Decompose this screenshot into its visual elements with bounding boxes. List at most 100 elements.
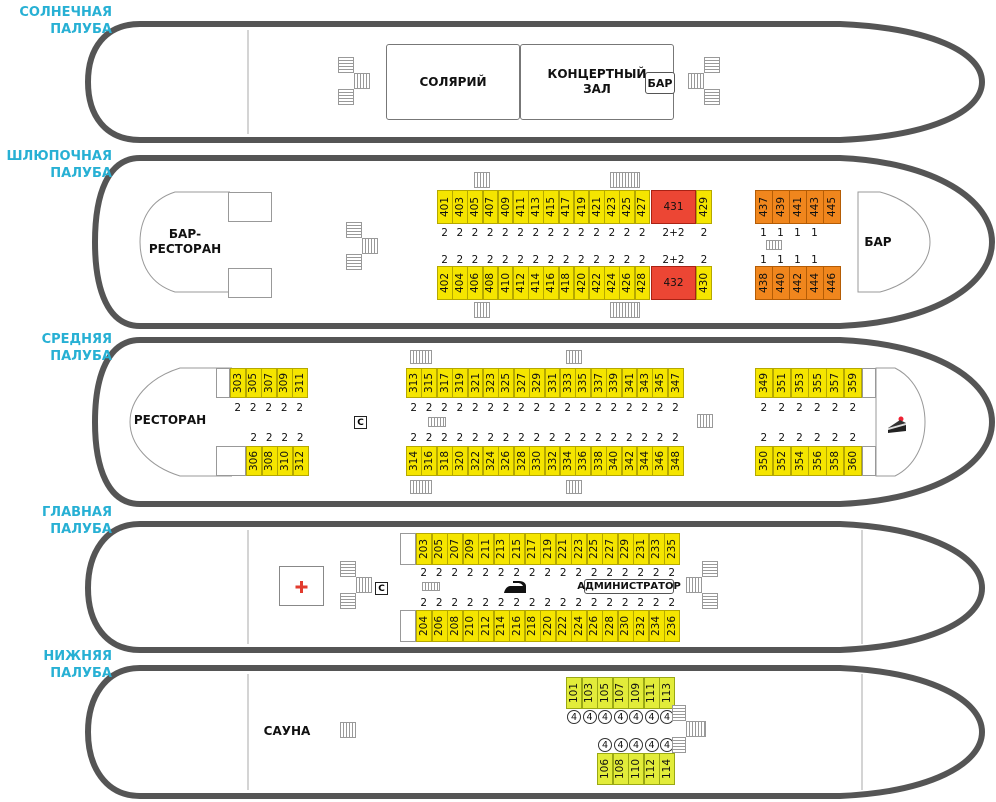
cabin[interactable]: 339 [606, 368, 623, 398]
cabin[interactable]: 356 [808, 446, 827, 476]
cabin[interactable]: 403 [452, 190, 468, 224]
boat-deck-bar[interactable]: БАР [864, 234, 892, 249]
cabin[interactable]: 334 [560, 446, 576, 476]
cabin[interactable]: 426 [619, 266, 636, 300]
cabin[interactable]: 348 [667, 446, 684, 476]
cabin[interactable]: 328 [513, 446, 530, 476]
cabin[interactable]: 417 [558, 190, 575, 224]
cabin[interactable]: 425 [619, 190, 636, 224]
cabin[interactable]: 211 [478, 533, 494, 565]
cabin[interactable]: 352 [772, 446, 792, 476]
cabin[interactable]: 308 [261, 446, 278, 476]
cabin[interactable]: 432 [651, 266, 696, 300]
cabin[interactable]: 409 [497, 190, 514, 224]
cabin[interactable]: 210 [462, 610, 479, 642]
cabin[interactable]: 320 [452, 446, 469, 476]
cabin[interactable]: 410 [497, 266, 514, 300]
cabin[interactable]: 227 [602, 533, 618, 565]
cabin[interactable]: 359 [844, 368, 863, 398]
cabin[interactable]: 204 [416, 610, 432, 642]
cabin[interactable]: 338 [590, 446, 607, 476]
cabin[interactable]: 103 [581, 677, 598, 709]
cabin[interactable]: 236 [664, 610, 680, 642]
cabin[interactable]: 341 [621, 368, 638, 398]
cabin[interactable]: 358 [826, 446, 845, 476]
cabin[interactable]: 431 [651, 190, 696, 224]
cabin[interactable]: 430 [696, 266, 712, 300]
cabin[interactable]: 342 [621, 446, 638, 476]
cabin[interactable]: 114 [659, 753, 675, 785]
cabin[interactable]: 206 [431, 610, 448, 642]
cabin[interactable]: 443 [806, 190, 824, 224]
cabin[interactable]: 324 [483, 446, 499, 476]
cabin[interactable]: 444 [806, 266, 824, 300]
restaurant-room[interactable]: РЕСТОРАН [133, 412, 207, 427]
cabin[interactable]: 229 [617, 533, 634, 565]
cabin[interactable]: 411 [513, 190, 529, 224]
cabin[interactable]: 354 [790, 446, 809, 476]
cabin[interactable]: 219 [540, 533, 556, 565]
cabin[interactable]: 331 [544, 368, 561, 398]
cabin[interactable]: 107 [612, 677, 629, 709]
cabin[interactable]: 423 [604, 190, 620, 224]
cabin[interactable]: 223 [571, 533, 587, 565]
cabin[interactable]: 413 [528, 190, 544, 224]
cabin[interactable]: 207 [447, 533, 463, 565]
cabin[interactable]: 212 [478, 610, 494, 642]
cabin[interactable]: 316 [421, 446, 438, 476]
cabin[interactable]: 216 [509, 610, 525, 642]
cabin[interactable]: 318 [436, 446, 453, 476]
cabin[interactable]: 357 [826, 368, 845, 398]
concert-hall-room[interactable]: КОНЦЕРТНЫЙ ЗАЛ [520, 44, 674, 120]
cabin[interactable]: 106 [597, 753, 613, 785]
cabin[interactable]: 420 [573, 266, 590, 300]
cabin[interactable]: 217 [524, 533, 541, 565]
solarium-room[interactable]: СОЛЯРИЙ [386, 44, 520, 120]
cabin[interactable]: 221 [555, 533, 572, 565]
cabin[interactable]: 226 [586, 610, 603, 642]
cabin[interactable]: 347 [667, 368, 684, 398]
cabin[interactable]: 333 [560, 368, 576, 398]
cabin[interactable]: 218 [524, 610, 541, 642]
cabin[interactable]: 230 [617, 610, 634, 642]
cabin[interactable]: 406 [467, 266, 484, 300]
cabin[interactable]: 437 [755, 190, 773, 224]
cabin[interactable]: 322 [467, 446, 484, 476]
cabin[interactable]: 235 [664, 533, 680, 565]
cabin[interactable]: 345 [652, 368, 669, 398]
cabin[interactable]: 228 [602, 610, 618, 642]
cabin[interactable]: 309 [276, 368, 293, 398]
cabin[interactable]: 416 [543, 266, 560, 300]
cabin[interactable]: 401 [437, 190, 453, 224]
cabin[interactable]: 418 [558, 266, 575, 300]
sun-deck-bar[interactable]: БАР [645, 72, 675, 94]
cabin[interactable]: 441 [789, 190, 807, 224]
cabin[interactable]: 335 [575, 368, 592, 398]
cabin[interactable]: 344 [637, 446, 653, 476]
cabin[interactable]: 440 [772, 266, 790, 300]
cabin[interactable]: 319 [452, 368, 469, 398]
iron-icon[interactable] [503, 580, 527, 594]
cabin[interactable]: 317 [436, 368, 453, 398]
cabin[interactable]: 101 [566, 677, 582, 709]
cabin[interactable]: 310 [277, 446, 293, 476]
cabin[interactable]: 419 [573, 190, 590, 224]
cabin[interactable]: 209 [462, 533, 479, 565]
cabin[interactable]: 232 [633, 610, 649, 642]
cabin[interactable]: 355 [808, 368, 827, 398]
cabin[interactable]: 329 [529, 368, 546, 398]
cabin[interactable]: 351 [772, 368, 792, 398]
medical-room[interactable] [279, 566, 324, 606]
cabin[interactable]: 307 [261, 368, 277, 398]
cabin[interactable]: 105 [597, 677, 613, 709]
cabin[interactable]: 220 [540, 610, 556, 642]
cabin[interactable]: 346 [652, 446, 669, 476]
cabin[interactable]: 427 [634, 190, 651, 224]
cabin[interactable]: 332 [544, 446, 561, 476]
cabin[interactable]: 336 [575, 446, 592, 476]
cabin[interactable]: 111 [643, 677, 660, 709]
cabin[interactable]: 233 [648, 533, 665, 565]
cabin[interactable]: 439 [772, 190, 790, 224]
cabin[interactable]: 231 [633, 533, 649, 565]
cabin[interactable]: 442 [789, 266, 807, 300]
